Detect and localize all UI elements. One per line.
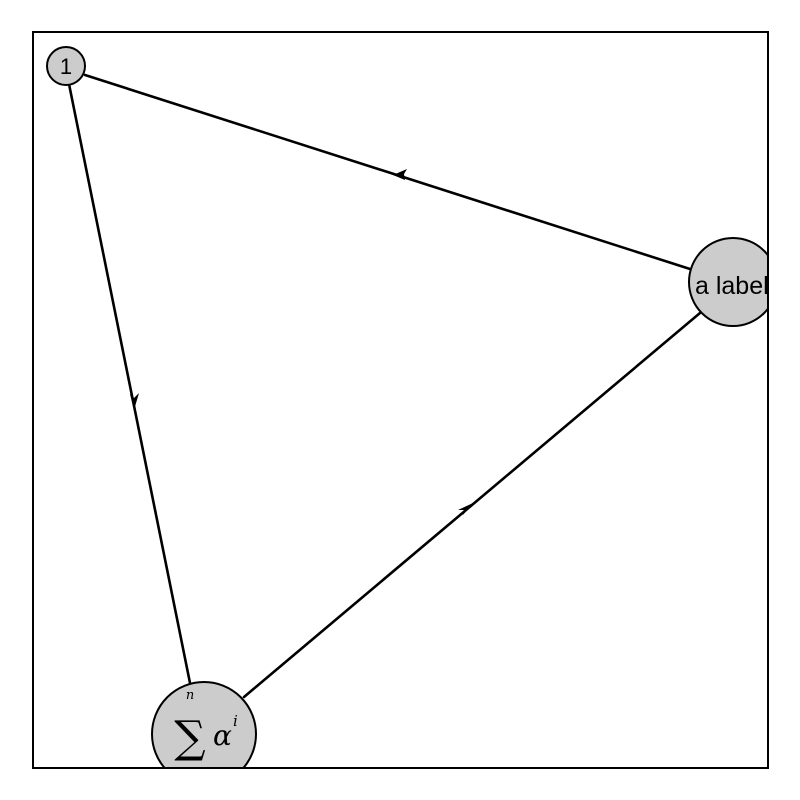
node-sum-base: α bbox=[213, 719, 232, 752]
node-sum-lower: i=1 bbox=[177, 764, 204, 782]
edge-a-label-to-1 bbox=[83, 73, 692, 271]
edge-1-to-sum bbox=[67, 82, 192, 685]
node-sum-exponent: i bbox=[233, 712, 238, 730]
node-sum[interactable]: n ∑ α i i=1 bbox=[151, 681, 257, 786]
edge-a-label-to-1-arrowhead bbox=[393, 169, 407, 180]
node-sum-circle bbox=[151, 681, 257, 768]
edge-1-to-sum-arrowhead bbox=[130, 393, 139, 410]
edge-sum-to-a-label bbox=[242, 311, 702, 699]
node-sum-upper: n bbox=[186, 688, 194, 703]
edge-sum-to-a-label-arrowhead bbox=[458, 503, 473, 515]
node-a-label-text: a label bbox=[695, 272, 769, 300]
node-a-label-circle bbox=[688, 237, 768, 327]
node-a-label[interactable]: a label bbox=[688, 237, 777, 327]
graph-plot-area: 1 a label n ∑ α i i=1 bbox=[46, 46, 777, 786]
graph-frame bbox=[32, 31, 769, 769]
node-sum-operator: ∑ bbox=[174, 712, 205, 763]
node-1-label: 1 bbox=[60, 54, 72, 79]
node-1-circle bbox=[46, 46, 86, 86]
node-1[interactable]: 1 bbox=[46, 46, 86, 86]
